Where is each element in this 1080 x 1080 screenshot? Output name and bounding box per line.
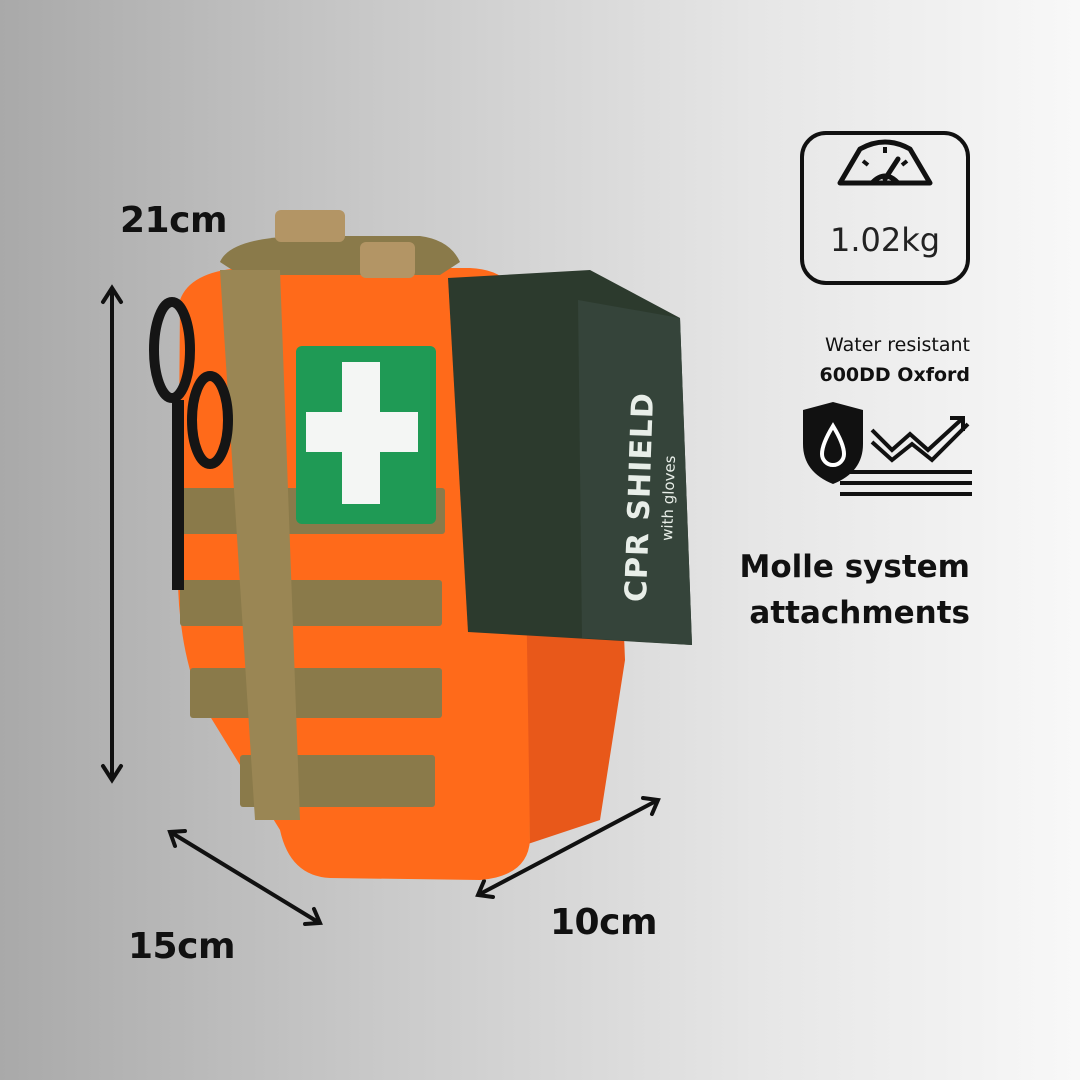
height-dimension: 21cm (120, 200, 227, 241)
weight-badge: 1.02kg (800, 131, 970, 285)
water-shield-icon (803, 402, 972, 496)
molle-line-1: Molle system (739, 549, 970, 585)
cpr-shield-pouch (448, 270, 692, 645)
depth-dimension: 10cm (550, 902, 657, 943)
scale-icon (837, 139, 933, 186)
material-line-2: 600DD Oxford (819, 364, 970, 386)
first-aid-cross-icon (296, 346, 436, 524)
molle-feature: Molle system attachments (700, 544, 970, 636)
weight-value: 1.02kg (829, 221, 941, 259)
molle-line-2: attachments (749, 595, 970, 631)
material-line-1: Water resistant (825, 334, 970, 356)
scissors-icon (149, 297, 233, 590)
pouch-label: CPR SHIELD with gloves (618, 367, 682, 629)
depth-arrow (475, 796, 661, 899)
height-arrow (101, 284, 123, 784)
width-arrow (167, 829, 323, 926)
width-dimension: 15cm (128, 926, 235, 967)
